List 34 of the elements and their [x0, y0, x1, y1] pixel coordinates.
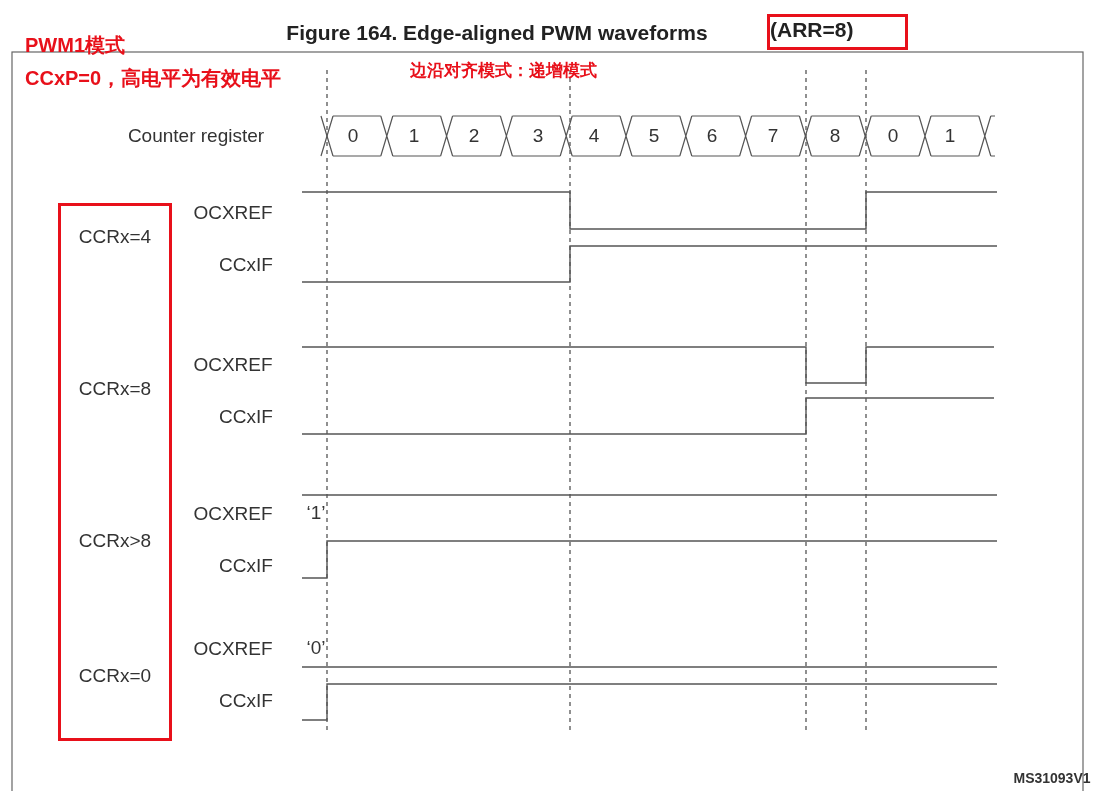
level-label: ‘0’: [306, 637, 326, 659]
highlight-box: [767, 14, 908, 50]
level-label: ‘1’: [306, 502, 326, 524]
counter-value: 6: [706, 125, 718, 147]
signal-label: Counter register: [127, 125, 265, 147]
mode-note: CCxP=0，高电平为有效电平: [25, 65, 282, 91]
figure-code: MS31093V1: [1013, 770, 1091, 786]
signal-label: CCxIF: [219, 555, 273, 577]
signal-label: CCxIF: [219, 406, 273, 428]
counter-value: 1: [408, 125, 420, 147]
counter-value: 5: [648, 125, 660, 147]
signal-label: CCxIF: [219, 690, 273, 712]
counter-value: 3: [532, 125, 544, 147]
counter-value: 0: [347, 125, 359, 147]
counter-value: 1: [944, 125, 956, 147]
mode-note: 边沿对齐模式：递增模式: [410, 59, 597, 82]
signal-label: OCXREF: [193, 503, 273, 525]
annotation-text: (ARR=8): [770, 18, 854, 42]
group-highlight-box: [58, 203, 172, 741]
counter-value: 0: [887, 125, 899, 147]
signal-label: OCXREF: [193, 202, 273, 224]
signal-label: OCXREF: [193, 354, 273, 376]
signal-label: CCxIF: [219, 254, 273, 276]
signal-label: OCXREF: [193, 638, 273, 660]
counter-value: 2: [468, 125, 480, 147]
counter-value: 8: [829, 125, 841, 147]
counter-value: 4: [588, 125, 600, 147]
figure-title: Figure 164. Edge-aligned PWM waveforms: [286, 21, 708, 45]
condition-label: CCRx=8: [78, 378, 152, 400]
condition-label: CCRx=0: [78, 665, 152, 687]
counter-value: 7: [767, 125, 779, 147]
mode-note: PWM1模式: [25, 32, 125, 58]
condition-label: CCRx>8: [78, 530, 152, 552]
condition-label: CCRx=4: [78, 226, 152, 248]
